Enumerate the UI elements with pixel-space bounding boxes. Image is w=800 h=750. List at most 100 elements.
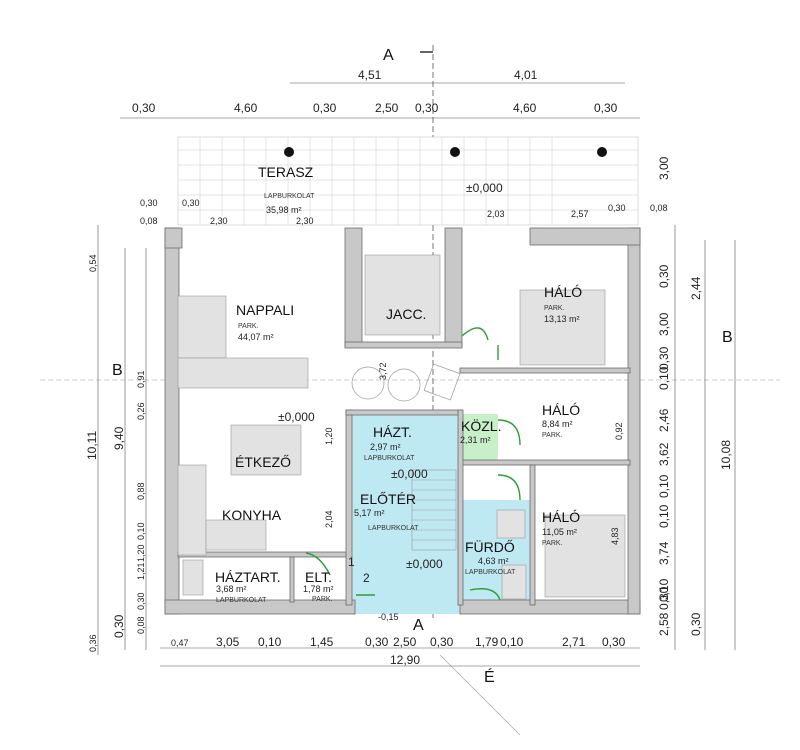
dim-right-outer: 10,08 — [719, 440, 733, 470]
dim-top2-5: 0,30 — [415, 101, 439, 115]
room-elt-area: 1,78 m² — [303, 584, 334, 594]
dim-left-mid-2: 0,30 — [112, 614, 126, 638]
tiled-area-corridor — [462, 414, 498, 462]
dim-left-inner-3: 0,88 — [136, 482, 146, 500]
dim-bottom-4: 0,30 — [365, 635, 389, 649]
dim-bottom-10: 0,30 — [602, 635, 626, 649]
tiled-area-entry — [352, 414, 462, 614]
door-swings — [305, 327, 521, 601]
dim-right-inner-1: 3,00 — [657, 156, 671, 180]
dim-top2-6: 4,60 — [513, 101, 537, 115]
dim-misc-6: 2,03 — [487, 209, 505, 219]
dim-misc-5: 2,30 — [296, 216, 314, 226]
dim-left-extra-2: 0,36 — [88, 634, 98, 652]
post-2 — [450, 147, 460, 157]
dim-bottom-3: 1,45 — [310, 635, 334, 649]
level-hall: ±0,000 — [391, 467, 428, 481]
dim-misc-8: 0,30 — [608, 203, 626, 213]
room-terasz-name: TERASZ — [258, 164, 314, 180]
room-konyha-name: KONYHA — [222, 507, 282, 523]
room-jacc-name: JACC. — [386, 306, 426, 322]
north-arrow-line — [439, 654, 521, 736]
room-halo3-floor: PARK. — [542, 540, 563, 547]
dim-misc-11: 2,04 — [324, 510, 334, 528]
room-elt-name: ELT. — [305, 569, 332, 585]
room-kozl-area: 2,31 m² — [460, 435, 491, 445]
room-eloter-area: 5,17 m² — [354, 508, 385, 518]
room-etkezo-name: ÉTKEZŐ — [235, 454, 291, 470]
walls — [164, 227, 641, 615]
dim-left-inner-1: 0,91 — [136, 370, 146, 388]
room-haztart-name: HÁZTART. — [215, 569, 281, 585]
dim-bottom-total: 12,90 — [390, 653, 420, 667]
armchair — [423, 363, 461, 401]
north-mark: É — [484, 667, 495, 686]
room-kozl-name: KÖZL. — [461, 417, 501, 434]
dim-right-inner-10: 3,74 — [657, 541, 671, 565]
dim-bottom-7: 1,79 — [475, 635, 499, 649]
room-nappali-floor: PARK. — [238, 323, 259, 330]
furniture — [177, 254, 626, 600]
level-terrace: ±0,000 — [466, 181, 503, 195]
room-halo2-name: HÁLÓ — [542, 402, 580, 418]
room-eloter-name: ELŐTÉR — [360, 491, 416, 507]
dim-right-inner-5: 0,10 — [657, 366, 671, 390]
dim-top2-1: 0,30 — [132, 101, 156, 115]
dim-left-mid-1: 9,40 — [112, 426, 126, 450]
room-haztart-area: 3,68 m² — [216, 584, 247, 594]
dim-misc-13: 1,20 — [324, 427, 334, 445]
dim-right-mid-1: 2,44 — [689, 276, 703, 300]
dim-bottom-1: 3,05 — [216, 635, 240, 649]
dim-left-inner-6: 0,10 — [136, 522, 146, 540]
room-terasz-floor: LAPBURKOLAT — [264, 193, 315, 200]
dim-left-inner-4: 1,21 — [136, 562, 146, 580]
dim-top2-3: 0,30 — [313, 101, 337, 115]
left-dims — [97, 225, 147, 655]
right-dims — [674, 225, 736, 650]
dim-top2-7: 0,30 — [594, 101, 618, 115]
room-terasz-area: 35,98 m² — [266, 205, 302, 215]
dim-right-inner-8: 3,62 — [657, 442, 671, 466]
room-halo2-area: 8,84 m² — [542, 419, 573, 429]
dim-top-1: 4,51 — [358, 68, 382, 82]
level-porch: -0,15 — [378, 612, 399, 622]
staircase — [411, 469, 457, 551]
room-nappali-name: NAPPALI — [236, 302, 294, 318]
terrace-tiles — [177, 136, 639, 226]
room-halo1-area: 13,13 m² — [544, 314, 580, 324]
dim-right-mid-2: 0,30 — [689, 612, 703, 636]
dim-right-inner-11: 0,10 — [657, 578, 671, 602]
dim-misc-7: 2,57 — [571, 209, 589, 219]
dim-right-inner-4: 3,00 — [657, 312, 671, 336]
dim-misc-4: 2,30 — [210, 216, 228, 226]
room-furdo-floor: LAPBURKOLAT — [465, 569, 516, 576]
dim-bottom-9: 2,71 — [562, 635, 586, 649]
dim-right-inner-13: 0,30 — [657, 586, 671, 610]
room-halo2-floor: PARK. — [542, 432, 563, 439]
dim-left-outer: 10,11 — [85, 431, 99, 460]
room-furdo-name: FÜRDŐ — [465, 538, 515, 555]
stool-1 — [351, 366, 385, 400]
room-hazt-area: 2,97 m² — [370, 442, 401, 452]
level-living: ±0,000 — [278, 410, 315, 424]
dim-top2-2: 4,60 — [234, 101, 258, 115]
dim-left-inner-2: 0,26 — [136, 402, 146, 420]
dim-misc-9: 0,08 — [650, 203, 668, 213]
dim-right-inner-6: 2,46 — [657, 408, 671, 432]
dim-left-extra-1: 0,54 — [88, 254, 98, 272]
level-entry: ±0,000 — [406, 557, 443, 571]
dim-bottom-8: 0,10 — [500, 635, 524, 649]
room-elt-floor: PARK. — [312, 596, 333, 603]
dim-right-inner-3: 0,30 — [657, 346, 671, 370]
room-hazt-name: HÁZT. — [373, 424, 412, 440]
room-hazt-floor: LAPBURKOLAT — [364, 455, 415, 462]
section-mark-b-right: B — [722, 329, 733, 346]
dim-left-inner-7: 0,08 — [136, 616, 146, 634]
dim-right-inner-12: 2,58 — [657, 612, 671, 636]
dim-misc-12: 4,83 — [610, 527, 620, 545]
dim-right-inner-2: 0,30 — [657, 264, 671, 288]
dim-misc-14: 3,72 — [378, 362, 388, 380]
room-halo3-area: 11,05 m² — [542, 527, 577, 537]
stool-2 — [387, 368, 421, 402]
